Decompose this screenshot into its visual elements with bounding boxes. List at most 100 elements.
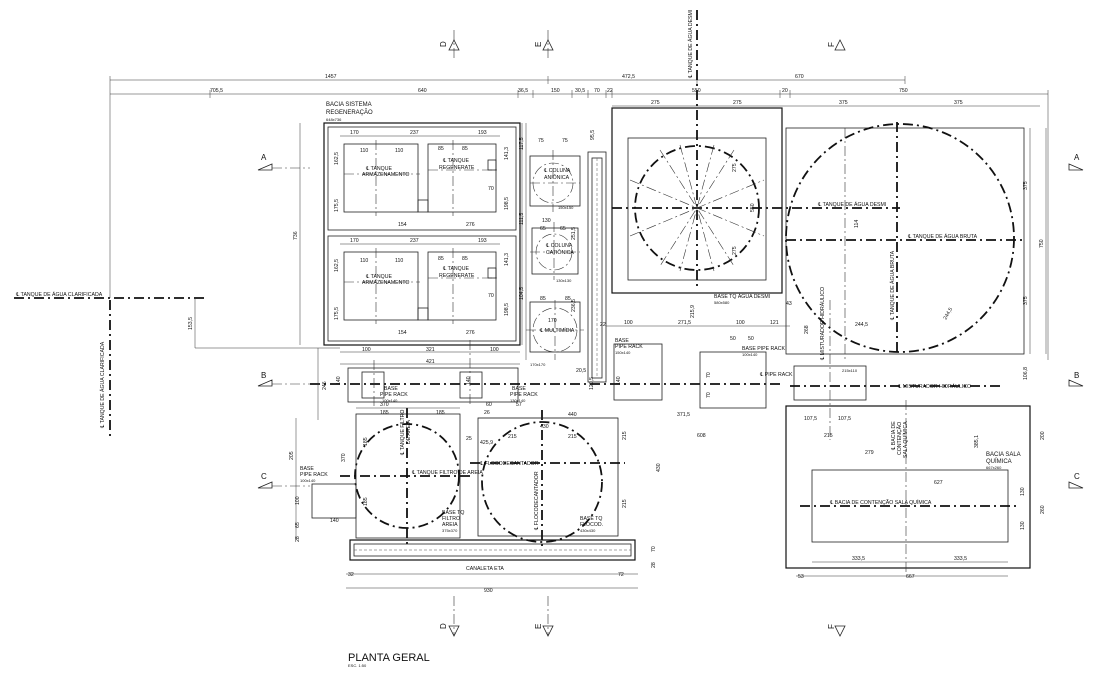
svg-text:℄ FLOCODECANTADOR: ℄ FLOCODECANTADOR (534, 471, 540, 530)
svg-text:℄ TANQUE: ℄ TANQUE (443, 158, 469, 164)
svg-text:BASE: BASE (512, 386, 526, 392)
svg-text:111,5: 111,5 (519, 213, 525, 225)
svg-text:375: 375 (1023, 181, 1029, 190)
svg-text:198,5: 198,5 (504, 303, 510, 316)
svg-text:237: 237 (410, 130, 419, 136)
svg-text:200: 200 (1040, 431, 1046, 440)
svg-text:28: 28 (651, 562, 657, 568)
drawing-title: PLANTA GERAL ESC. 1:50 (348, 652, 430, 668)
svg-text:185: 185 (363, 437, 369, 446)
svg-text:PIPE RACK: PIPE RACK (615, 344, 643, 350)
svg-text:121: 121 (770, 320, 779, 326)
svg-text:85: 85 (438, 256, 444, 262)
svg-text:153,5: 153,5 (188, 317, 194, 330)
svg-text:1457: 1457 (325, 74, 337, 80)
svg-text:℄ MISTURADOR HIDRÁULICO: ℄ MISTURADOR HIDRÁULICO (898, 383, 971, 390)
svg-text:85: 85 (438, 146, 444, 152)
grid-marker-a-right: A (1068, 153, 1084, 171)
columns-area: 117,5 111,5 104,5 75 75 ℄ COLUNA ANIÔNIC… (519, 123, 607, 383)
svg-text:ARMAZENAMENTO: ARMAZENAMENTO (362, 172, 409, 178)
svg-text:110: 110 (395, 258, 403, 264)
svg-text:333,5: 333,5 (954, 556, 967, 562)
svg-text:BACIA SISTEMA: BACIA SISTEMA (326, 102, 372, 108)
svg-text:279: 279 (865, 450, 874, 456)
svg-text:100: 100 (736, 320, 745, 326)
svg-text:25: 25 (466, 436, 472, 442)
svg-text:℄ TANQUE FILTRO: ℄ TANQUE FILTRO (400, 410, 406, 455)
svg-text:PIPE RACK: PIPE RACK (300, 472, 328, 478)
svg-text:B: B (261, 371, 266, 380)
svg-text:215: 215 (824, 433, 833, 439)
svg-text:648x736: 648x736 (326, 117, 342, 122)
svg-text:375: 375 (839, 100, 848, 106)
svg-text:CATIÔNICA: CATIÔNICA (546, 249, 574, 256)
svg-text:22: 22 (600, 322, 606, 328)
svg-text:140: 140 (330, 518, 339, 524)
svg-text:85: 85 (462, 256, 468, 262)
svg-text:215: 215 (622, 431, 628, 440)
svg-text:℄ FLOCODECANTADOR: ℄ FLOCODECANTADOR (480, 461, 539, 467)
svg-text:251,5: 251,5 (571, 227, 577, 240)
regeneration-basin: BACIA SISTEMA REGENERAÇÃO 648x736 736 17… (293, 102, 523, 346)
svg-text:375: 375 (954, 100, 963, 106)
svg-text:60: 60 (486, 402, 492, 408)
svg-text:375x370: 375x370 (442, 528, 458, 533)
pipe-rack-c: BASE PIPE RACK 100x140 205 100 65 28 140 (289, 418, 357, 542)
svg-text:244,5: 244,5 (855, 322, 868, 328)
grid-marker-c-right: C (1068, 472, 1084, 489)
svg-text:193: 193 (478, 238, 487, 244)
svg-text:65: 65 (295, 522, 301, 528)
grid-marker-f-bottom: F (827, 624, 846, 637)
svg-text:95,5: 95,5 (590, 130, 596, 140)
svg-text:130x130: 130x130 (556, 278, 572, 283)
svg-text:110: 110 (395, 148, 403, 154)
svg-text:70: 70 (706, 392, 712, 398)
svg-text:236,5: 236,5 (571, 299, 577, 312)
svg-text:140: 140 (616, 376, 622, 385)
svg-text:170: 170 (350, 130, 359, 136)
svg-text:BASE: BASE (300, 466, 314, 472)
svg-text:276: 276 (466, 222, 475, 228)
svg-text:244,5: 244,5 (943, 307, 955, 321)
svg-text:D: D (439, 623, 448, 629)
svg-text:20,5: 20,5 (576, 368, 586, 374)
svg-text:FILTRO: FILTRO (442, 516, 460, 522)
svg-text:100x140: 100x140 (742, 352, 758, 357)
svg-text:BASE TQ ÁGUA DESMI: BASE TQ ÁGUA DESMI (714, 293, 770, 300)
svg-text:215: 215 (622, 499, 628, 508)
svg-text:100: 100 (295, 496, 301, 505)
svg-text:85: 85 (462, 146, 468, 152)
svg-text:185: 185 (380, 410, 389, 416)
svg-text:114: 114 (854, 220, 860, 228)
svg-text:A: A (1074, 153, 1080, 162)
svg-text:750: 750 (1039, 239, 1045, 248)
svg-text:C: C (1074, 472, 1080, 481)
svg-text:370: 370 (341, 453, 347, 462)
svg-text:22: 22 (607, 88, 613, 94)
svg-text:BASE: BASE (384, 386, 398, 392)
svg-text:65: 65 (540, 226, 546, 232)
svg-text:107,5: 107,5 (804, 416, 817, 422)
svg-text:472,5: 472,5 (622, 74, 635, 80)
svg-text:275: 275 (651, 100, 660, 106)
svg-text:130: 130 (542, 218, 551, 224)
svg-text:140: 140 (466, 376, 472, 385)
svg-text:100x140: 100x140 (300, 478, 316, 483)
svg-text:154: 154 (398, 222, 407, 228)
svg-text:AREIA: AREIA (442, 522, 458, 528)
svg-text:640: 640 (418, 88, 427, 94)
svg-text:705,5: 705,5 (210, 88, 223, 94)
svg-text:BACIA SALA: BACIA SALA (986, 452, 1021, 458)
svg-text:215,9: 215,9 (690, 305, 696, 318)
svg-text:370: 370 (380, 402, 389, 408)
svg-text:430: 430 (656, 463, 662, 472)
svg-text:608: 608 (697, 433, 706, 439)
grid-marker-e-bottom: E (534, 596, 554, 637)
svg-text:140: 140 (336, 376, 342, 385)
clarified-tank-centerline: ℄ TANQUE DE ÁGUA CLARIFICADA ℄ TANQUE DE… (14, 291, 340, 440)
svg-text:150x140: 150x140 (615, 350, 631, 355)
svg-text:28: 28 (295, 536, 301, 542)
svg-text:736: 736 (293, 231, 299, 240)
pipe-rack-row: 100 321 100 421 BASE PIPE RACK 100x140 B… (310, 320, 793, 439)
